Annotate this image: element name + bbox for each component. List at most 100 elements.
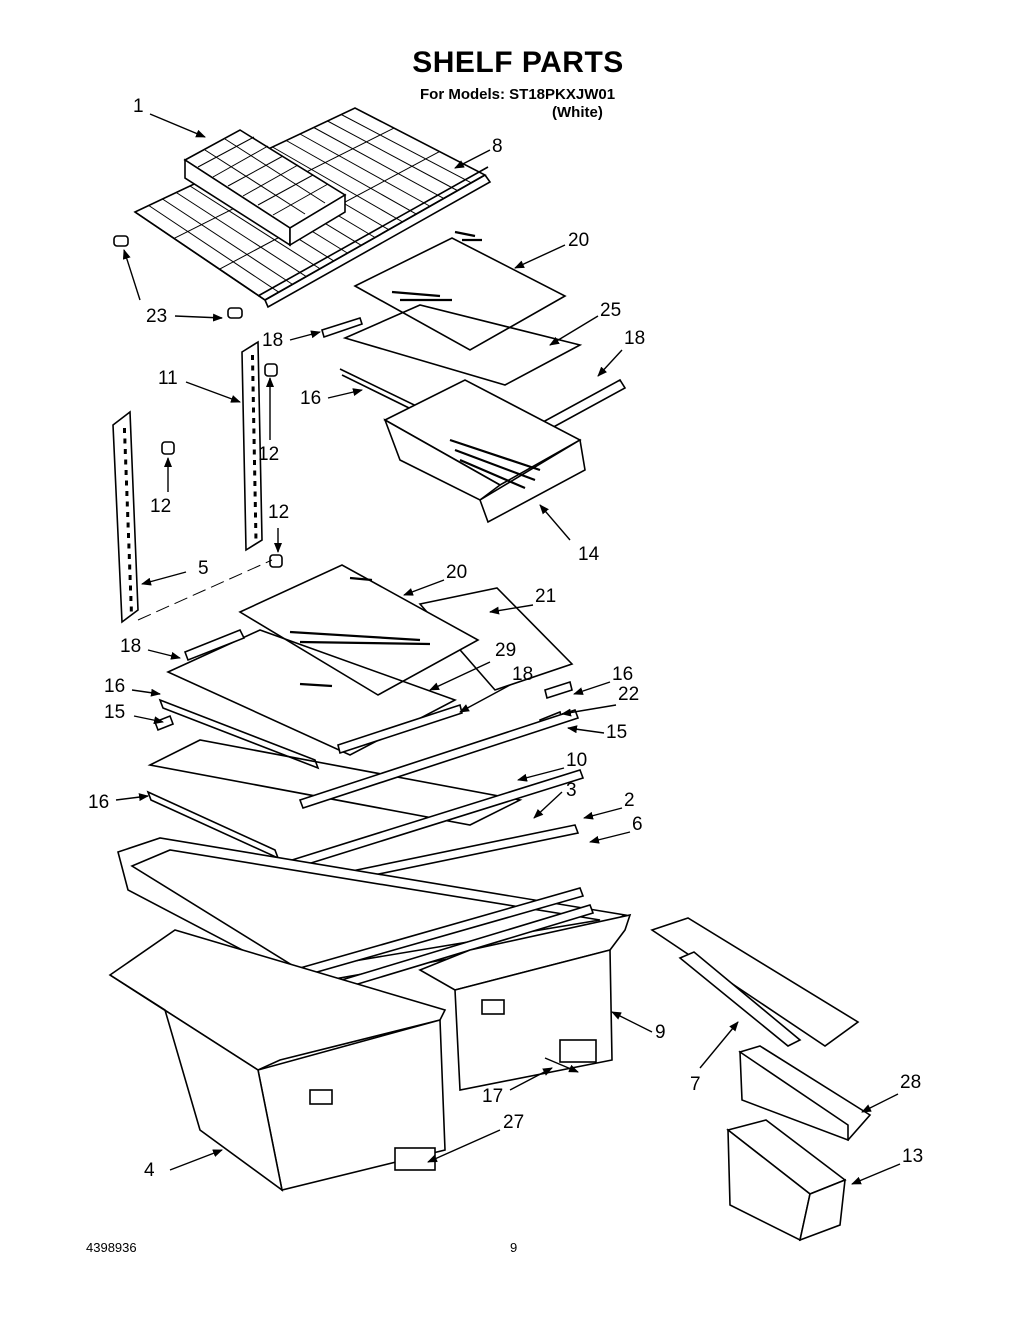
callout-label: 28: [900, 1072, 921, 1093]
callout-label: 16: [88, 792, 109, 813]
upper-glass-shelf: [353, 230, 567, 351]
leader-arrow: [567, 725, 605, 734]
shelf-wire: [148, 205, 280, 293]
callout-label: 23: [146, 306, 167, 327]
rail-slot: [127, 533, 130, 538]
rail-slot: [129, 585, 132, 591]
callout-label: 15: [104, 702, 125, 723]
middle-glass-shelf: [238, 564, 574, 696]
leader-arrow: [147, 649, 181, 660]
leader-arrow: [429, 661, 491, 691]
callout-label: 12: [150, 496, 171, 517]
pan-cover-bracket: [738, 1045, 872, 1142]
leader-arrow: [597, 349, 623, 377]
leader-arrow: [539, 504, 571, 541]
leader-arrow: [141, 571, 187, 586]
right-shelf-rail: [241, 340, 263, 552]
rail-slot: [252, 407, 255, 413]
shelf-wire: [175, 192, 307, 277]
callout-label: 9: [655, 1022, 666, 1043]
callout-label: 16: [300, 388, 321, 409]
leader-arrow: [514, 244, 566, 269]
rail-slot: [251, 355, 254, 360]
rail-slot: [127, 543, 131, 549]
callout-label: 18: [512, 664, 533, 685]
shelf-wire: [327, 120, 458, 192]
rail-slot: [254, 512, 257, 518]
rail-slot: [126, 522, 130, 528]
rail-slot: [125, 501, 129, 507]
shelf-frame-lower: [146, 709, 585, 889]
callout-label: 17: [482, 1086, 503, 1107]
callout-label: 1: [133, 96, 144, 117]
rail-slot: [253, 481, 257, 486]
rail-slot: [125, 480, 128, 486]
callout-label: 5: [198, 558, 209, 579]
rail-slot: [129, 606, 133, 612]
rail-slot: [252, 449, 256, 455]
page-title: SHELF PARTS: [412, 46, 624, 79]
callout-label: 10: [566, 750, 587, 771]
rail-slot: [124, 459, 128, 465]
rail-slot: [129, 596, 133, 601]
leader-arrow: [122, 249, 141, 301]
model-variant: (White): [552, 104, 603, 121]
shelf-wire: [299, 133, 431, 207]
callout-label: 4: [144, 1160, 155, 1181]
leader-arrow: [169, 1149, 223, 1171]
rail-slot: [252, 439, 256, 444]
leader-arrow: [115, 793, 149, 802]
callout-label: 15: [606, 722, 627, 743]
rail-slot: [128, 564, 132, 570]
leader-arrow: [533, 791, 563, 819]
leader-arrow: [185, 381, 241, 403]
callout-label: 20: [568, 230, 589, 251]
rail-slot: [253, 470, 257, 476]
leader-arrow: [289, 330, 321, 341]
leader-arrow: [561, 704, 617, 717]
callout-label: 12: [258, 444, 279, 465]
leader-arrow: [851, 1163, 901, 1185]
storage-bin: [726, 1119, 847, 1242]
callout-label: 8: [492, 136, 503, 157]
leader-arrow: [133, 715, 164, 725]
rail-slot: [125, 491, 129, 496]
page-number: 9: [510, 1240, 518, 1255]
leader-arrow: [149, 113, 206, 138]
callout-label: 21: [535, 586, 556, 607]
shelf-wire: [341, 114, 472, 184]
callout-label: 12: [268, 502, 289, 523]
rail-slot: [252, 418, 256, 423]
leader-arrow: [459, 684, 511, 713]
rail-slot: [123, 449, 127, 454]
leader-arrow: [403, 579, 445, 596]
callout-label: 22: [618, 684, 639, 705]
leader-arrow: [517, 767, 565, 782]
callout-label: 14: [578, 544, 600, 565]
left-shelf-rail: [112, 410, 139, 624]
shelf-wire: [286, 140, 417, 215]
leader-arrow: [327, 388, 363, 399]
leader-arrow: [861, 1093, 899, 1113]
leader-arrow: [131, 688, 161, 697]
shelf-wire: [162, 198, 293, 285]
rail-slot: [251, 386, 255, 392]
rail-slot: [123, 438, 127, 444]
callout-label: 11: [158, 368, 178, 389]
rail-slot: [124, 470, 128, 475]
shelf-wire: [313, 127, 444, 199]
shelf-screw: [161, 363, 283, 568]
rail-slot: [251, 376, 255, 381]
rail-slot: [254, 523, 258, 528]
models-line: For Models: ST18PKXJW01: [420, 86, 616, 103]
callout-label: 27: [503, 1112, 524, 1133]
callout-label: 18: [120, 636, 141, 657]
leader-arrow: [544, 1057, 579, 1073]
callout-label: 13: [902, 1146, 923, 1167]
leader-arrow: [573, 681, 611, 695]
leader-arrow: [589, 831, 631, 844]
rail-slot: [251, 397, 255, 402]
callout-label: 7: [690, 1074, 701, 1095]
callout-label: 25: [600, 300, 621, 321]
